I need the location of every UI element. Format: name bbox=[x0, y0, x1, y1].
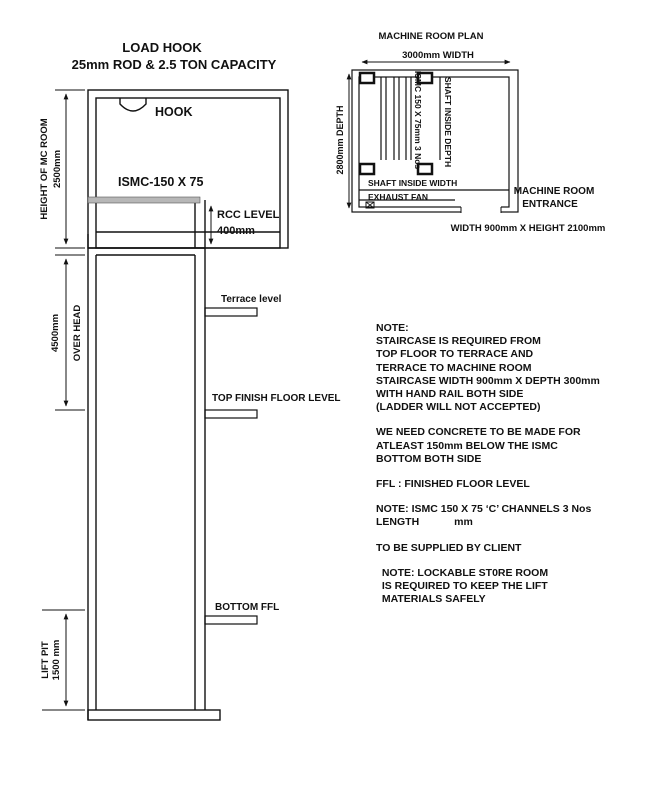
title-load-hook: LOAD HOOK bbox=[122, 40, 202, 55]
note-line: MATERIALS SAFELY bbox=[376, 593, 486, 606]
note-line: BOTTOM BOTH SIDE bbox=[376, 452, 482, 465]
overhead-value: 4500mm bbox=[50, 314, 61, 352]
height-mc-room-label: HEIGHT OF MC ROOM bbox=[39, 118, 50, 219]
note-spacer bbox=[376, 466, 646, 478]
hook-label: HOOK bbox=[155, 105, 193, 119]
plan-columns bbox=[358, 71, 434, 176]
beam-label: ISMC-150 X 75 bbox=[118, 175, 204, 189]
note-line: TOP FLOOR TO TERRACE AND bbox=[376, 348, 534, 361]
lift-shaft bbox=[87, 234, 221, 721]
bottom-floor-ledge bbox=[204, 615, 258, 625]
terrace-level-ledge bbox=[204, 307, 258, 317]
bottom-ffl-label: BOTTOM FFL bbox=[215, 602, 279, 613]
top-finish-floor-label: TOP FINISH FLOOR LEVEL bbox=[212, 393, 341, 404]
note-line: (LADDER WILL NOT ACCEPTED) bbox=[376, 401, 541, 414]
plan-exhaust-fan-label: EXHAUST FAN bbox=[368, 192, 428, 202]
lift-pit-label: LIFT PIT bbox=[40, 641, 51, 679]
rcc-level-value: 400mm bbox=[217, 225, 255, 237]
entrance-label-2: ENTRANCE bbox=[522, 199, 578, 210]
note-line: FFL : FINISHED FLOOR LEVEL bbox=[376, 478, 530, 491]
entrance-opening bbox=[460, 206, 502, 214]
note-line: NOTE: bbox=[376, 322, 409, 334]
note-spacer bbox=[376, 555, 646, 567]
note-line: STAIRCASE WIDTH 900mm X DEPTH 300mm bbox=[376, 374, 600, 387]
exhaust-fan-icon bbox=[365, 201, 375, 209]
note-line: WE NEED CONCRETE TO BE MADE FOR bbox=[376, 426, 581, 439]
note-spacer bbox=[376, 491, 646, 503]
note-line: IS REQUIRED TO KEEP THE LIFT bbox=[376, 580, 548, 593]
overhead-label: OVER HEAD bbox=[72, 305, 83, 362]
note-line: NOTE: ISMC 150 X 75 ‘C’ CHANNELS 3 Nos bbox=[376, 503, 592, 516]
ismc-beam bbox=[87, 196, 201, 204]
plan-title: MACHINE ROOM PLAN bbox=[378, 31, 483, 42]
plan-width-label: 3000mm WIDTH bbox=[402, 50, 474, 61]
height-mc-room-value: 2500mm bbox=[52, 150, 63, 188]
terrace-level-label: Terrace level bbox=[221, 294, 282, 305]
note-line: LENGTH mm bbox=[376, 516, 473, 529]
dim-lift-pit bbox=[42, 609, 85, 711]
top-floor-ledge bbox=[204, 409, 258, 419]
rcc-level-label: RCC LEVEL bbox=[217, 209, 280, 221]
plan-shaft-width-label: SHAFT INSIDE WIDTH bbox=[368, 178, 457, 188]
note-line: TERRACE TO MACHINE ROOM bbox=[376, 361, 532, 374]
machine-room-plan bbox=[351, 69, 519, 213]
plan-depth-label: 2800mm DEPTH bbox=[335, 105, 345, 174]
plan-shaft-depth-label: SHAFT INSIDE DEPTH bbox=[443, 77, 453, 167]
note-line: STAIRCASE IS REQUIRED FROM bbox=[376, 335, 541, 348]
entrance-label-1: MACHINE ROOM bbox=[514, 186, 595, 197]
hook-icon bbox=[119, 98, 147, 112]
entrance-size-label: WIDTH 900mm X HEIGHT 2100mm bbox=[451, 223, 606, 234]
note-spacer bbox=[376, 414, 646, 426]
dim-overhead bbox=[55, 254, 85, 411]
note-line: ATLEAST 150mm BELOW THE ISMC bbox=[376, 439, 558, 452]
plan-ismc-label: ISMC 150 X 75mm 3 Nos bbox=[413, 71, 423, 170]
note-line: NOTE: LOCKABLE ST0RE ROOM bbox=[376, 566, 549, 579]
dim-height-mc-room bbox=[55, 89, 85, 249]
lift-pit-value: 1500 mm bbox=[51, 640, 62, 681]
note-spacer bbox=[376, 530, 646, 542]
note-line: TO BE SUPPLIED BY CLIENT bbox=[376, 541, 522, 554]
notes-block: NOTE: STAIRCASE IS REQUIRED FROM TOP FLO… bbox=[376, 322, 646, 606]
note-line: WITH HAND RAIL BOTH SIDE bbox=[376, 388, 524, 401]
title-capacity: 25mm ROD & 2.5 TON CAPACITY bbox=[72, 57, 277, 72]
